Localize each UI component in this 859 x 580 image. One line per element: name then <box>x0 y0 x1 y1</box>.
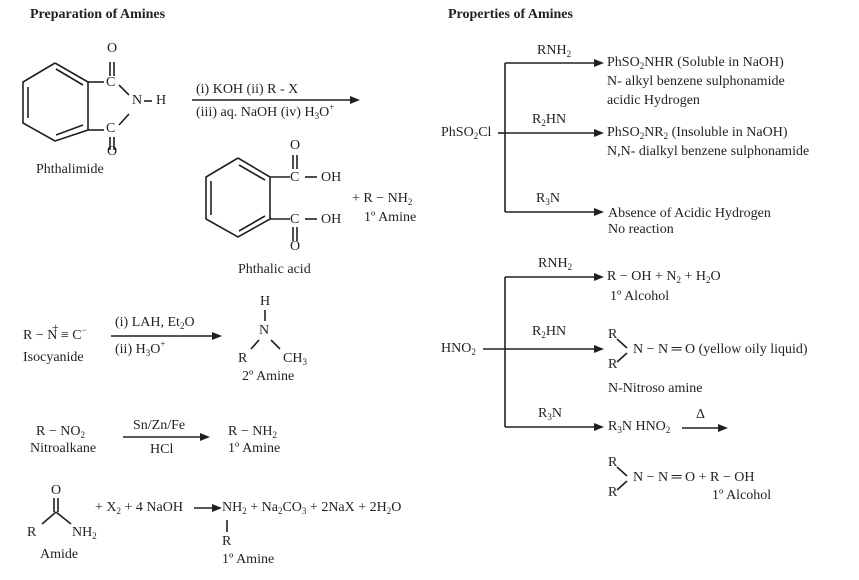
amide-bonds <box>41 498 72 525</box>
phthalic-acid-label: Phthalic acid <box>238 262 311 277</box>
preparation-heading: Preparation of Amines <box>30 7 166 22</box>
atom-h: H <box>260 294 271 309</box>
hydroxyl-group: OH <box>321 170 342 185</box>
heat-symbol: Δ <box>696 407 706 422</box>
atom-c: C <box>106 75 116 90</box>
hydroxyl-group: OH <box>321 212 342 227</box>
atom-o: O <box>290 138 301 153</box>
hofmann-reagents: + X2 + 4 NaOH <box>95 500 183 516</box>
heat-arrow <box>682 424 728 432</box>
atom-r: R <box>608 485 618 500</box>
atom-n: N <box>259 323 270 338</box>
nitro-reagent-top: Sn/Zn/Fe <box>133 418 186 433</box>
benzenesulphonyl-chloride: PhSO2Cl <box>441 125 492 141</box>
alcohol-product: R − OH + N2 + H2O <box>607 269 721 285</box>
atom-r: R <box>608 327 618 342</box>
primary-amine-label: 1º Amine <box>364 210 417 225</box>
primary-amine-formula: + R − NH2 <box>352 191 413 207</box>
gabriel-reagents-bottom: (iii) aq. NaOH (iv) H3O+ <box>196 102 335 121</box>
atom-r: R <box>608 357 618 372</box>
nitroalkane-formula: R − NO2 <box>36 424 85 440</box>
nitrosamine-product: N − N ═ O (yellow oily liquid) <box>633 342 808 357</box>
nitrous-acid-branch-arrows <box>483 273 604 431</box>
amine-nitrite-salt: R3N HNO2 <box>608 419 671 435</box>
atom-r: R <box>608 455 618 470</box>
phthalic-acid-benzene-ring <box>205 157 271 238</box>
product-note: acidic Hydrogen <box>607 93 700 108</box>
product-note: No reaction <box>608 222 674 237</box>
product-note: N- alkyl benzene sulphonamide <box>607 74 785 89</box>
phthalimide-bonds <box>88 62 152 150</box>
product-note: N,N- dialkyl benzene sulphonamide <box>607 144 810 159</box>
properties-heading: Properties of Amines <box>448 7 573 22</box>
nitro-reagent-bottom: HCl <box>150 442 174 457</box>
product-label: 1º Alcohol <box>610 289 670 304</box>
amide-label: Amide <box>40 547 79 562</box>
branch-amine-secondary: R2HN <box>532 112 567 128</box>
atom-o: O <box>290 239 301 254</box>
gabriel-reagents-top: (i) KOH (ii) R - X <box>196 82 299 97</box>
nitro-reduction-arrow <box>123 433 210 441</box>
product-label: 1º Alcohol <box>712 488 772 503</box>
nitro-product-label: 1º Amine <box>228 441 281 456</box>
atom-r: R <box>222 534 232 549</box>
atom-r: R <box>238 351 248 366</box>
isocyanide-reagents-bottom: (ii) H3O+ <box>115 339 166 358</box>
nitrosamine-alcohol-product: N − N ═ O + R − OH <box>633 470 755 485</box>
sulphonamide-product: PhSO2NHR (Soluble in NaOH) <box>607 55 784 71</box>
nitro-product-formula: R − NH2 <box>228 424 277 440</box>
atom-o: O <box>51 483 62 498</box>
hofmann-products: NH2 + Na2CO3 + 2NaX + 2H2O <box>222 500 402 516</box>
nitroalkane-label: Nitroalkane <box>30 441 97 456</box>
atom-n: N <box>132 93 143 108</box>
atom-c: C <box>106 121 116 136</box>
phthalic-acid-bonds <box>270 155 317 241</box>
nitrosamine-bonds <box>616 338 628 491</box>
branch-amine-primary: RNH2 <box>538 256 573 272</box>
atom-o: O <box>107 144 118 159</box>
phthalimide-benzene-ring <box>22 62 89 142</box>
atom-r: R <box>27 525 37 540</box>
branch-amine-tertiary: R3N <box>538 406 562 422</box>
atom-c: C <box>290 212 300 227</box>
secondary-amine-bonds <box>250 310 281 350</box>
sulphonyl-branch-arrows <box>498 59 604 216</box>
isocyanide-reaction-arrow <box>111 332 222 340</box>
positive-charge: + <box>52 320 59 334</box>
branch-amine-tertiary: R3N <box>536 191 560 207</box>
branch-amine-secondary: R2HN <box>532 324 567 340</box>
hofmann-product-label: 1º Amine <box>222 552 275 567</box>
atom-c: C <box>290 170 300 185</box>
phthalimide-label: Phthalimide <box>36 162 104 177</box>
product-label: N-Nitroso amine <box>608 381 703 396</box>
methyl-group: CH3 <box>283 351 307 367</box>
atom-o: O <box>107 41 118 56</box>
gabriel-reaction-arrow <box>192 96 360 104</box>
secondary-amine-label: 2º Amine <box>242 369 295 384</box>
nitrous-acid: HNO2 <box>441 341 476 357</box>
hofmann-reaction-arrow <box>194 504 228 532</box>
no-reaction-product: Absence of Acidic Hydrogen <box>608 206 771 221</box>
amino-group: NH2 <box>72 525 97 541</box>
atom-h: H <box>156 93 167 108</box>
isocyanide-reagents-top: (i) LAH, Et2O <box>115 315 195 331</box>
isocyanide-formula: R − N ≡ C− <box>23 325 87 343</box>
branch-amine-primary: RNH2 <box>537 43 572 59</box>
sulphonamide-product: PhSO2NR2 (Insoluble in NaOH) <box>607 125 788 141</box>
isocyanide-label: Isocyanide <box>23 350 84 365</box>
